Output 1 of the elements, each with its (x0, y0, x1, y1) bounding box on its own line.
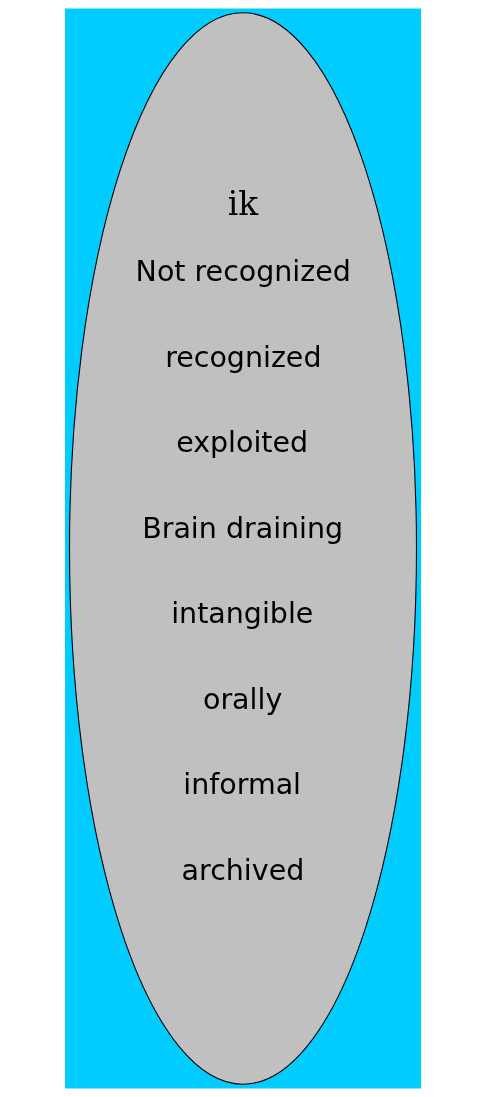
node-ellipse: ik Not recognized recognized exploited Brain draining intangible orally informal archived (68, 12, 417, 1085)
